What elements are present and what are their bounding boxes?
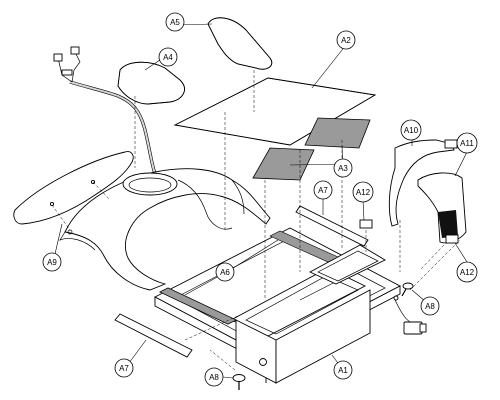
svg-text:A9: A9 <box>47 258 57 267</box>
grey-pads <box>252 117 371 181</box>
svg-text:A7: A7 <box>318 186 328 195</box>
screw-icon <box>401 282 414 297</box>
callout-a8-right: A8 <box>420 296 440 316</box>
svg-text:A1: A1 <box>338 366 348 375</box>
plug-connector-icon <box>53 53 63 62</box>
clip-icon <box>359 219 373 229</box>
assembly-guide-lines <box>51 70 461 371</box>
svg-text:A8: A8 <box>425 302 435 311</box>
svg-text:A12: A12 <box>356 188 371 197</box>
body-shroud <box>59 168 271 291</box>
callout-a12-top: A12 <box>352 181 374 203</box>
callout-a6: A6 <box>215 262 235 282</box>
svg-text:A5: A5 <box>170 18 180 27</box>
svg-text:A8: A8 <box>209 373 219 382</box>
callout-a5: A5 <box>165 12 185 32</box>
callout-a10: A10 <box>400 119 422 141</box>
callout-a7-bottom: A7 <box>114 358 134 378</box>
callout-a7-top: A7 <box>313 180 333 200</box>
motor-plug <box>393 295 427 335</box>
screws <box>232 282 414 390</box>
clip-fasteners <box>359 219 459 244</box>
callout-a1: A1 <box>333 360 353 380</box>
front-fascia <box>13 151 134 225</box>
callout-a3: A3 <box>333 158 353 178</box>
svg-text:A6: A6 <box>220 268 230 277</box>
callout-a9: A9 <box>42 252 62 272</box>
callout-a11: A11 <box>456 132 478 154</box>
frame-assembly <box>154 227 401 384</box>
svg-text:A11: A11 <box>460 139 474 148</box>
svg-text:A2: A2 <box>341 36 351 45</box>
callout-a8-bottom: A8 <box>204 367 224 387</box>
bracket <box>417 172 467 244</box>
svg-text:A7: A7 <box>119 364 129 373</box>
trim-strips <box>114 205 369 358</box>
foot-mat <box>117 61 185 105</box>
svg-text:A4: A4 <box>163 53 173 62</box>
top-small-mat <box>207 17 273 70</box>
svg-text:A3: A3 <box>338 164 348 173</box>
clip-icon <box>445 234 459 244</box>
screw-icon <box>232 374 246 390</box>
callout-a12-bottom: A12 <box>456 261 478 283</box>
callout-a2: A2 <box>336 30 356 50</box>
svg-text:A12: A12 <box>460 268 475 277</box>
callout-a4: A4 <box>158 47 178 67</box>
svg-text:A10: A10 <box>404 126 419 135</box>
